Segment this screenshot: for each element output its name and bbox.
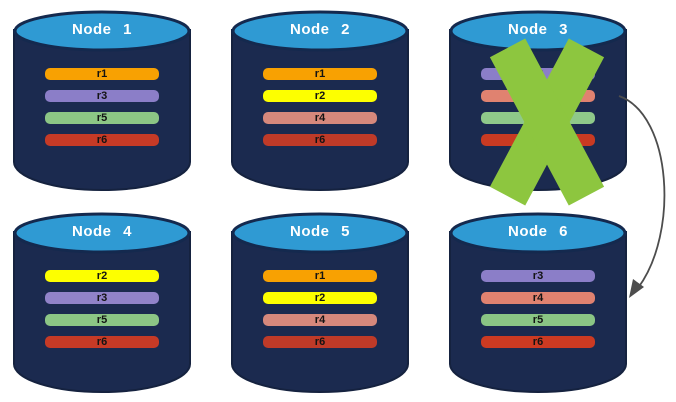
cylinder-top (231, 212, 409, 254)
replica-label: r4 (314, 314, 326, 326)
replica-label: r2 (314, 292, 326, 304)
replica-row: r1 (45, 68, 159, 80)
node-title: Node 2 (289, 21, 350, 38)
replica-label: r5 (532, 314, 544, 326)
replica-row: r2 (263, 90, 377, 102)
arrow-head-icon (629, 279, 644, 298)
replica-label: r6 (314, 336, 326, 348)
replica-rows: r1 r3 r5 r6 (45, 68, 159, 146)
replica-rows: r1 r2 r4 r6 (263, 270, 377, 348)
replica-label: r3 (532, 270, 544, 282)
replica-row: r5 (45, 314, 159, 326)
replica-rows: r1 r2 r4 r6 (263, 68, 377, 146)
node-5: Node 5 r1 r2 r4 r6 (230, 212, 410, 394)
replica-label: r2 (96, 270, 108, 282)
replica-label: r1 (96, 68, 108, 80)
node-6: Node 6 r3 r4 r5 r6 (448, 212, 628, 394)
replica-label: r4 (532, 292, 544, 304)
replica-row: r1 (263, 68, 377, 80)
replica-row: r1 (263, 270, 377, 282)
replica-row: r6 (263, 134, 377, 146)
node-3: Node 3 r3 (448, 10, 628, 206)
replica-rows: r2 r3 r5 r6 (45, 270, 159, 348)
replica-row: r4 (263, 314, 377, 326)
replica-row: r3 (481, 270, 595, 282)
node-title: Node 1 (71, 21, 132, 38)
node-2: Node 2 r1 r2 r4 r6 (230, 10, 410, 192)
node-title: Node 5 (289, 223, 350, 240)
replica-label: r1 (314, 68, 326, 80)
replica-row: r2 (263, 292, 377, 304)
cylinder-top (449, 10, 627, 52)
replica-label: r6 (314, 134, 326, 146)
replica-row: r4 (263, 112, 377, 124)
replica-rows: r3 r4 r5 r6 (481, 270, 595, 348)
node-title: Node 3 (507, 21, 568, 38)
node-title: Node 4 (71, 223, 132, 240)
failure-x-icon (489, 38, 605, 206)
replica-row: r4 (481, 292, 595, 304)
cylinder-top (231, 10, 409, 52)
replica-row: r6 (45, 336, 159, 348)
cylinder-top (13, 10, 191, 52)
replica-label: r6 (532, 336, 544, 348)
node-title: Node 6 (507, 223, 568, 240)
replica-row: r5 (481, 314, 595, 326)
replica-label: r5 (96, 112, 108, 124)
replica-label: r6 (96, 134, 108, 146)
replica-label: r5 (96, 314, 108, 326)
replica-label: r3 (96, 292, 108, 304)
replica-row: r3 (45, 90, 159, 102)
replica-label: r2 (314, 90, 326, 102)
replica-label: r6 (96, 336, 108, 348)
replica-label: r4 (314, 112, 326, 124)
replica-row: r6 (45, 134, 159, 146)
replica-row: r6 (263, 336, 377, 348)
cylinder-top (13, 212, 191, 254)
replica-label: r1 (314, 270, 326, 282)
node-1: Node 1 r1 r3 r5 r6 (12, 10, 192, 192)
replica-row: r2 (45, 270, 159, 282)
node-grid: Node 1 r1 r3 r5 r6 Node 2 r1 r2 r4 r6 (12, 10, 628, 394)
replica-row: r3 (45, 292, 159, 304)
node-4: Node 4 r2 r3 r5 r6 (12, 212, 192, 394)
replica-row: r6 (481, 336, 595, 348)
replica-label: r3 (96, 90, 108, 102)
replica-row: r5 (45, 112, 159, 124)
